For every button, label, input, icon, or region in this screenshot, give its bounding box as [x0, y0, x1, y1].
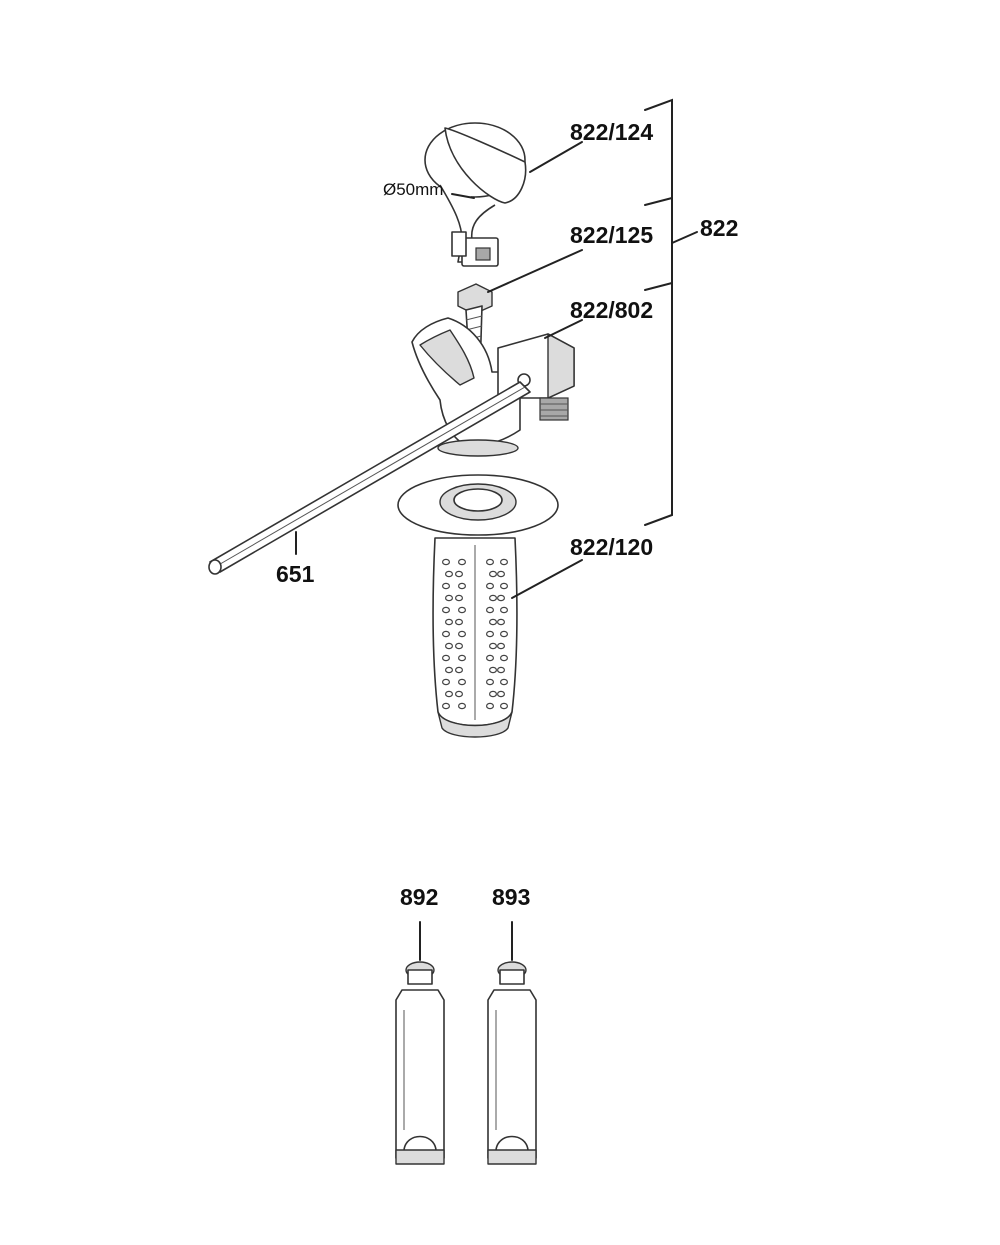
grip-dot — [442, 654, 451, 662]
grip-dot — [442, 678, 451, 686]
label-651: 651 — [276, 561, 315, 587]
grip-dot — [455, 690, 464, 698]
grip-dot — [486, 702, 495, 710]
grip-dot — [458, 630, 467, 638]
grip-dot — [458, 654, 467, 662]
grip-dot — [445, 594, 454, 602]
clamp-band — [424, 122, 527, 267]
grip-dot — [486, 558, 495, 566]
grip-dot — [442, 606, 451, 614]
grip-dot — [489, 666, 498, 674]
grip-dot — [445, 642, 454, 650]
grip-dot — [455, 642, 464, 650]
label-822-120: 822/120 — [570, 534, 653, 560]
grip-dot — [458, 702, 467, 710]
grip-dot — [486, 678, 495, 686]
depth-rod — [208, 381, 531, 575]
grip-dot — [497, 642, 506, 650]
grip-dot — [445, 570, 454, 578]
grip-dot — [489, 642, 498, 650]
grip-dot — [455, 618, 464, 626]
leader-bolt — [487, 249, 583, 293]
grip-dot — [500, 582, 509, 590]
leader-band — [529, 141, 583, 173]
grip-dot — [489, 618, 498, 626]
grip-dot — [486, 606, 495, 614]
grip-dot — [486, 654, 495, 662]
grip-dot — [455, 666, 464, 674]
label-892: 892 — [400, 884, 438, 910]
grip-dot — [489, 690, 498, 698]
grip-dot — [455, 594, 464, 602]
grease-tube-left — [395, 961, 445, 1165]
grip-dot — [445, 690, 454, 698]
leader-clamp — [544, 319, 583, 339]
grip-dot — [500, 558, 509, 566]
label-822-125: 822/125 — [570, 222, 653, 248]
grip-dot — [458, 606, 467, 614]
grip-dot — [497, 666, 506, 674]
grip-dot — [442, 702, 451, 710]
grip-dot — [497, 618, 506, 626]
grip-dot — [458, 678, 467, 686]
grease-tube-right — [487, 961, 537, 1165]
dimension-label: Ø50mm — [383, 180, 443, 199]
label-822-802: 822/802 — [570, 297, 653, 323]
grip-dot — [500, 654, 509, 662]
label-893: 893 — [492, 884, 530, 910]
grip-dot — [445, 666, 454, 674]
label-822: 822 — [700, 215, 738, 241]
grip-dot — [442, 582, 451, 590]
leader-dimension — [451, 193, 475, 199]
grip-dot — [458, 582, 467, 590]
grip-dot — [442, 630, 451, 638]
grip-dot — [455, 570, 464, 578]
grip-dot — [497, 594, 506, 602]
leader-handle — [511, 559, 583, 599]
grip-dot — [486, 582, 495, 590]
side-handle — [397, 474, 559, 738]
grip-dot — [497, 690, 506, 698]
assembly-bracket — [644, 98, 698, 526]
grip-dot — [500, 678, 509, 686]
grip-dot — [442, 558, 451, 566]
grip-dot — [500, 630, 509, 638]
grip-dot — [500, 702, 509, 710]
grip-dot — [489, 570, 498, 578]
grip-dot — [489, 594, 498, 602]
grip-dot — [445, 618, 454, 626]
grip-dot — [497, 570, 506, 578]
label-822-124: 822/124 — [570, 119, 653, 145]
grip-dot — [458, 558, 467, 566]
grip-dot — [500, 606, 509, 614]
grip-dot — [486, 630, 495, 638]
